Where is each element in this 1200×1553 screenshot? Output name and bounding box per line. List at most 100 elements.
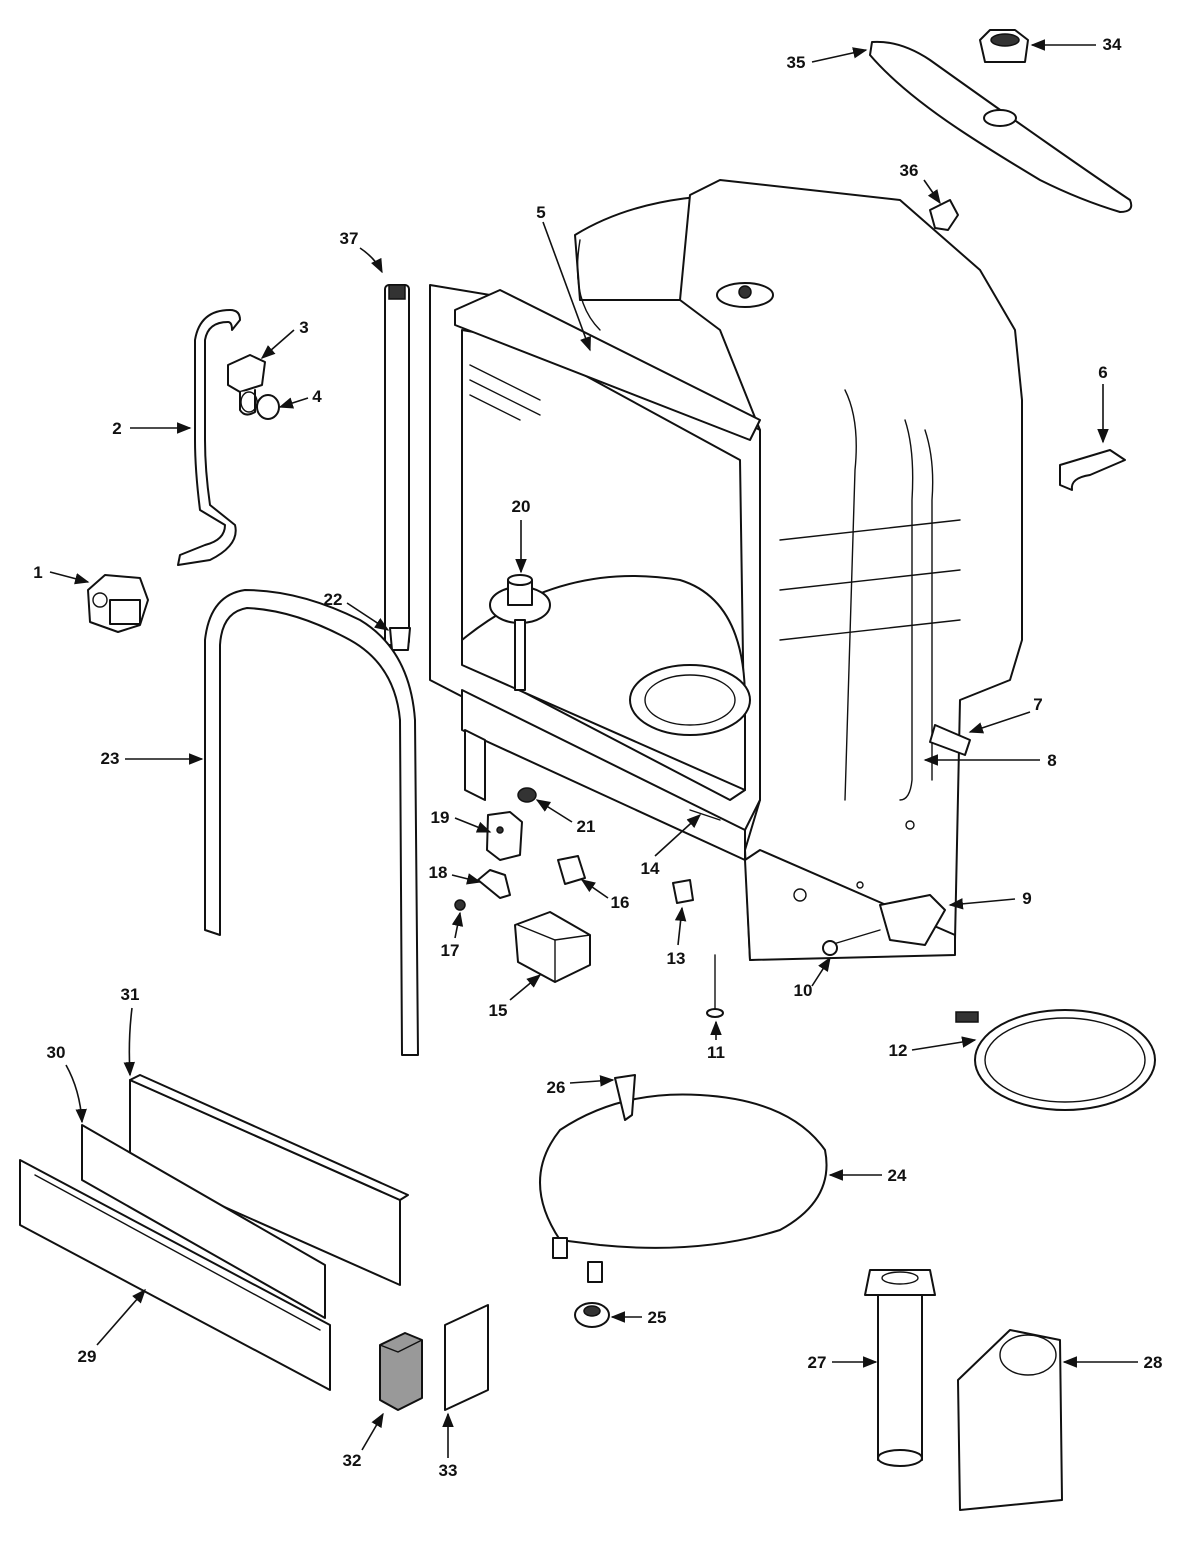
svg-text:37: 37: [340, 229, 359, 248]
svg-text:16: 16: [611, 893, 630, 912]
callout-30: 30: [47, 1043, 87, 1124]
fill-hose: [177, 309, 241, 566]
callout-1: 1: [33, 563, 90, 585]
callout-14: 14: [641, 814, 702, 878]
callout-7: 7: [968, 695, 1043, 734]
callout-27: 27: [808, 1353, 878, 1372]
callout-10: 10: [794, 956, 831, 1000]
sump-shield: [957, 1329, 1063, 1511]
callout-15: 15: [489, 974, 542, 1020]
svg-text:27: 27: [808, 1353, 827, 1372]
svg-text:30: 30: [47, 1043, 66, 1062]
callout-6: 6: [1097, 363, 1109, 444]
element-clip: [614, 1074, 636, 1121]
heating-element: [539, 1093, 828, 1283]
fill-valve-assembly: [227, 354, 266, 416]
svg-text:9: 9: [1022, 889, 1031, 908]
svg-text:33: 33: [439, 1461, 458, 1480]
svg-text:25: 25: [648, 1308, 667, 1327]
hose-clip: [1059, 449, 1126, 491]
drain-pipe: [864, 1269, 936, 1467]
callout-19: 19: [431, 808, 492, 833]
svg-text:5: 5: [536, 203, 545, 222]
svg-text:12: 12: [889, 1041, 908, 1060]
foot-bracket: [879, 894, 946, 946]
svg-text:26: 26: [547, 1078, 566, 1097]
callout-2: 2: [112, 419, 192, 438]
callout-24: 24: [828, 1166, 907, 1185]
mounting-bracket: [486, 811, 523, 861]
bracket-tab: [929, 724, 971, 756]
svg-text:6: 6: [1098, 363, 1107, 382]
callout-29: 29: [78, 1288, 146, 1366]
side-panel-33: [444, 1304, 489, 1411]
grommet: [517, 787, 537, 803]
callout-11: 11: [707, 1020, 725, 1062]
callout-35: 35: [787, 47, 868, 72]
callout-20: 20: [512, 497, 531, 574]
callout-13: 13: [667, 906, 687, 968]
callout-22: 22: [324, 590, 390, 631]
callout-23: 23: [101, 749, 204, 768]
insulation-block: [379, 1332, 423, 1411]
clip: [929, 199, 959, 231]
svg-text:21: 21: [577, 817, 596, 836]
svg-text:7: 7: [1033, 695, 1042, 714]
svg-text:2: 2: [112, 419, 121, 438]
callout-3: 3: [260, 318, 309, 359]
svg-text:11: 11: [707, 1043, 725, 1062]
callout-28: 28: [1062, 1353, 1163, 1372]
svg-text:36: 36: [900, 161, 919, 180]
access-panel-29: [19, 1159, 331, 1391]
heater-ring: [955, 1009, 1156, 1111]
callout-4: 4: [278, 387, 322, 409]
callout-12: 12: [889, 1036, 977, 1060]
svg-text:13: 13: [667, 949, 686, 968]
callout-9: 9: [948, 889, 1032, 910]
callout-5: 5: [536, 203, 591, 352]
svg-text:14: 14: [641, 859, 660, 878]
svg-text:19: 19: [431, 808, 450, 827]
callout-17: 17: [441, 911, 464, 960]
callout-26: 26: [547, 1075, 615, 1097]
screw-17: [454, 899, 466, 911]
callout-16: 16: [580, 879, 630, 912]
callout-36: 36: [900, 161, 941, 205]
callout-21: 21: [535, 799, 596, 836]
cam-bracket: [477, 869, 511, 899]
svg-text:22: 22: [324, 590, 343, 609]
svg-text:24: 24: [888, 1166, 907, 1185]
door-seal-strip: [384, 284, 410, 646]
svg-text:34: 34: [1103, 35, 1122, 54]
element-nut: [574, 1302, 610, 1328]
callout-33: 33: [439, 1412, 458, 1480]
o-ring: [256, 394, 280, 420]
leveling-screw: [706, 954, 724, 1018]
svg-text:31: 31: [121, 985, 140, 1004]
svg-text:10: 10: [794, 981, 813, 1000]
seal-cap: [389, 627, 411, 651]
svg-text:32: 32: [343, 1451, 362, 1470]
svg-text:3: 3: [299, 318, 308, 337]
bolt: [822, 929, 881, 956]
callout-18: 18: [429, 863, 482, 885]
svg-text:17: 17: [441, 941, 460, 960]
door-gasket: [204, 589, 419, 1056]
front-panel-30: [81, 1124, 326, 1319]
svg-text:8: 8: [1047, 751, 1056, 770]
water-inlet-valve: [87, 574, 149, 633]
callout-8: 8: [923, 751, 1057, 770]
svg-text:20: 20: [512, 497, 531, 516]
thermostat: [672, 879, 694, 904]
callout-25: 25: [610, 1308, 667, 1327]
svg-text:15: 15: [489, 1001, 508, 1020]
callout-32: 32: [343, 1412, 384, 1470]
spray-arm-nut: [979, 29, 1029, 63]
svg-text:1: 1: [33, 563, 42, 582]
float-assembly: [489, 574, 551, 691]
svg-text:28: 28: [1144, 1353, 1163, 1372]
callout-34: 34: [1030, 35, 1122, 54]
svg-text:18: 18: [429, 863, 448, 882]
svg-text:35: 35: [787, 53, 806, 72]
